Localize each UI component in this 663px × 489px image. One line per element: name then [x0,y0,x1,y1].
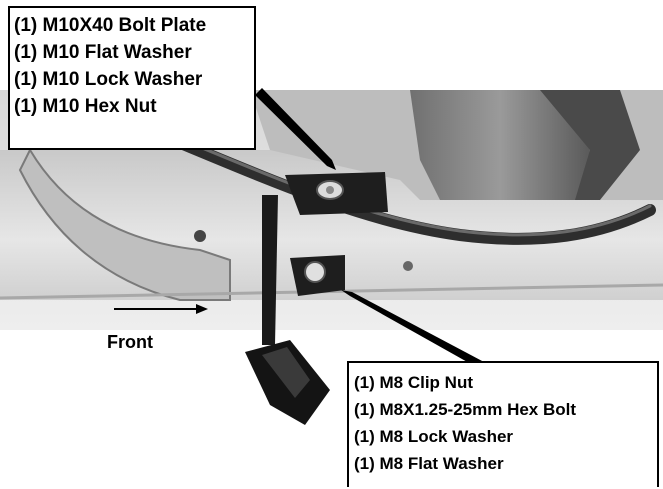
hose [94,104,656,245]
arrow-top-to-plate [255,88,336,170]
curved-bracket [18,147,231,301]
m8-bolt [304,261,326,283]
callout-bottom-line: (1) M8 Lock Washer [354,427,514,446]
m10-bolt-center [326,186,334,194]
callout-top-line: (1) M10 Hex Nut [14,96,157,117]
mud-flap-arm [262,195,278,345]
bumper-tread-shadow [540,90,640,200]
callout-bottom: (1) M8 Clip Nut (1) M8X1.25-25mm Hex Bol… [347,361,659,487]
arrow-bottom-to-clip [341,290,484,368]
bracket-hole [194,230,206,242]
callout-bottom-line: (1) M8 Clip Nut [354,373,473,392]
front-label: Front [107,332,153,352]
callout-top: (1) M10X40 Bolt Plate (1) M10 Flat Washe… [8,6,256,150]
callout-top-line: (1) M10 Lock Washer [14,69,203,90]
callout-top-line: (1) M10X40 Bolt Plate [14,15,207,36]
rail-hole [403,261,413,271]
bumper-tread [410,90,590,200]
callout-bottom-line: (1) M8 Flat Washer [354,454,504,473]
hose-highlight [98,104,652,237]
callout-bottom-line: (1) M8X1.25-25mm Hex Bolt [354,400,577,419]
callout-top-line: (1) M10 Flat Washer [14,42,192,63]
front-arrow-head [196,304,208,314]
mud-flap-highlight [262,347,310,398]
